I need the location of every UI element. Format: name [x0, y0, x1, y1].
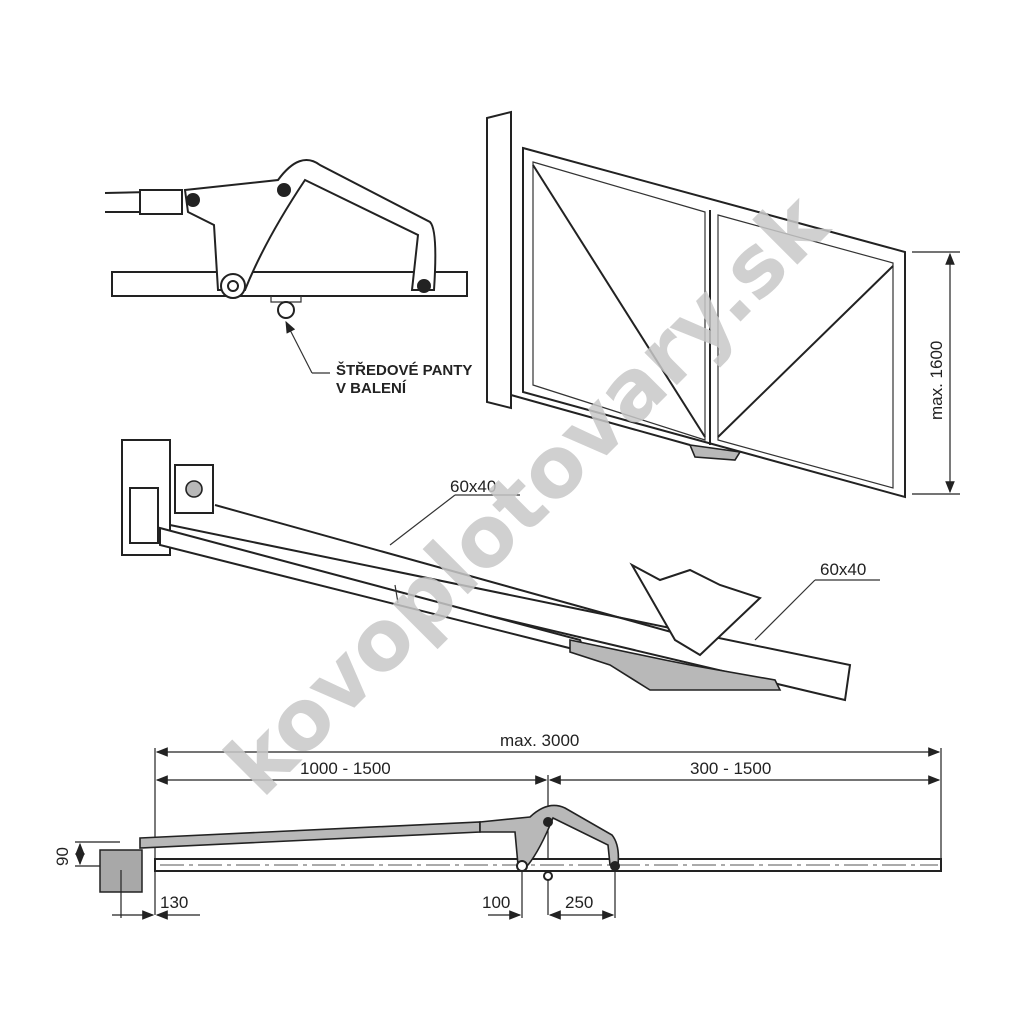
dim-130: 130 [160, 893, 188, 912]
profile-label-a: 60x40 [450, 477, 496, 496]
dim-250: 250 [565, 893, 593, 912]
gate-post [486, 110, 512, 410]
dim-arm-range: 1000 - 1500 [300, 759, 391, 778]
actuator-arm-side [139, 821, 481, 849]
arm-installation-perspective: 60x40 60x40 [121, 439, 880, 702]
gate-frame [522, 146, 906, 499]
hinge-arm-mount [569, 639, 782, 691]
pivot-icon [277, 183, 291, 197]
center-hinge-icon [543, 871, 553, 881]
callout-line-2: V BALENÍ [336, 380, 407, 397]
hinge-arm [183, 159, 437, 291]
gate-perspective: max. 1600 [486, 110, 960, 499]
gate-height-label: max. 1600 [927, 341, 946, 420]
dim-total: max. 3000 [500, 731, 579, 750]
dim-90: 90 [53, 847, 72, 866]
hinge-arm-side [479, 804, 620, 866]
callout-line-1: ŠTŘEDOVÉ PANTY [336, 361, 472, 379]
pivot-icon [186, 193, 200, 207]
wall-bracket [129, 487, 159, 544]
hinge-arm-detail: ŠTŘEDOVÉ PANTY V BALENÍ [104, 159, 472, 397]
profile-label-b: 60x40 [820, 560, 866, 579]
dim-100: 100 [482, 893, 510, 912]
gate-beam [111, 271, 468, 297]
pivot-icon [417, 279, 431, 293]
gate-arm-mount [688, 444, 742, 461]
dimension-drawing: max. 3000 1000 - 1500 300 - 1500 90 130 … [53, 731, 942, 920]
gate-corner [629, 562, 762, 657]
dim-gate-range: 300 - 1500 [690, 759, 771, 778]
center-hinge-icon [277, 301, 295, 319]
